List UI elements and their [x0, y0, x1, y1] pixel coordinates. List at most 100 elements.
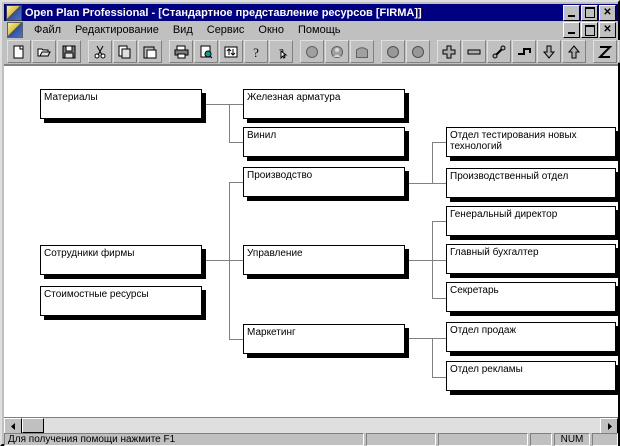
- cut-button[interactable]: [88, 40, 112, 63]
- paste-button[interactable]: [138, 40, 162, 63]
- diagram-node-zhelezn[interactable]: Железная арматура: [243, 89, 405, 119]
- print-icon: [174, 45, 188, 58]
- diagram-node-upravlenie[interactable]: Управление: [243, 245, 405, 275]
- help-question-button[interactable]: ?: [244, 40, 268, 63]
- connector-line: [616, 183, 618, 184]
- new-document-button[interactable]: [7, 40, 31, 63]
- node-label: Производственный отдел: [450, 171, 569, 182]
- filled-circle-icon: [387, 45, 399, 58]
- resource-shape-button[interactable]: [350, 40, 374, 63]
- app-close-button[interactable]: ✕: [599, 4, 616, 21]
- node-label: Производство: [247, 170, 313, 181]
- move-down-button[interactable]: [537, 40, 561, 63]
- connector-line: [432, 377, 447, 378]
- connector-line: [229, 104, 244, 105]
- filled-circle-button[interactable]: [381, 40, 405, 63]
- move-up-button[interactable]: [562, 40, 586, 63]
- diagram-node-gen-director[interactable]: Генеральный директор: [446, 206, 616, 236]
- child-close-button[interactable]: ✕: [599, 22, 616, 38]
- new-document-icon: [13, 45, 24, 58]
- node-label: Маркетинг: [247, 327, 296, 338]
- help-pointer-button[interactable]: ?: [269, 40, 293, 63]
- diagram-node-otdel-reklamy[interactable]: Отдел рекламы: [446, 361, 616, 391]
- child-minimize-button[interactable]: [563, 22, 580, 38]
- menu-item-help[interactable]: Помощь: [297, 24, 341, 36]
- diagram-node-stoimostnye[interactable]: Стоимостные ресурсы: [40, 286, 202, 316]
- filled-circle-2-button[interactable]: [406, 40, 430, 63]
- connector-line: [432, 142, 447, 143]
- add-button[interactable]: [437, 40, 461, 63]
- scrollbar-track[interactable]: [22, 418, 600, 433]
- menu-item-file[interactable]: Файл: [34, 24, 62, 36]
- node-label: Генеральный директор: [450, 209, 558, 220]
- node-label: Стоимостные ресурсы: [44, 289, 149, 300]
- diagram-node-marketing[interactable]: Маркетинг: [243, 324, 405, 354]
- diagram-node-proizv-otdel[interactable]: Производственный отдел: [446, 168, 616, 198]
- node-label: Секретарь: [450, 285, 499, 296]
- status-pane-2: [438, 433, 528, 446]
- link-button[interactable]: [487, 40, 511, 63]
- menu-item-view[interactable]: Вид: [172, 24, 193, 36]
- connector-line: [432, 183, 447, 184]
- resource-person-icon: [331, 45, 343, 58]
- connector-line: [409, 338, 433, 339]
- print-preview-button[interactable]: [194, 40, 218, 63]
- status-bar: Для получения помощи нажмите F1 NUM: [4, 433, 618, 446]
- remove-button[interactable]: [462, 40, 486, 63]
- connector-line: [432, 142, 433, 183]
- chevron-left-icon: [10, 423, 15, 430]
- sort-button[interactable]: [219, 40, 243, 63]
- filled-circle-2-icon: [412, 45, 424, 58]
- diagram-node-otdel-prodazh[interactable]: Отдел продаж: [446, 322, 616, 352]
- app-maximize-button[interactable]: [581, 4, 598, 21]
- menu-bar: Файл Редактирование Вид Сервис Окно Помо…: [4, 21, 618, 39]
- child-restore-button[interactable]: [581, 22, 598, 38]
- connector-line: [229, 182, 244, 183]
- add-plus-icon: [442, 45, 456, 58]
- node-label: Отдел тестирования новых технологий: [450, 130, 577, 152]
- diagram-canvas[interactable]: Материалы Железная арматура Винил Отдел …: [4, 65, 618, 417]
- diagram-node-vinil[interactable]: Винил: [243, 127, 405, 157]
- close-icon: ✕: [603, 6, 612, 18]
- status-pane-5: [592, 433, 618, 446]
- diagram-node-proizvodstvo[interactable]: Производство: [243, 167, 405, 197]
- open-folder-button[interactable]: [32, 40, 56, 63]
- menu-item-tools[interactable]: Сервис: [206, 24, 245, 36]
- paste-icon: [143, 46, 157, 58]
- svg-text:?: ?: [253, 45, 259, 59]
- connector-line: [409, 260, 433, 261]
- resource-circle-button[interactable]: [300, 40, 324, 63]
- horizontal-scrollbar[interactable]: [4, 417, 618, 435]
- save-button[interactable]: [57, 40, 81, 63]
- node-label: Главный бухгалтер: [450, 247, 539, 258]
- table-button[interactable]: [618, 40, 620, 63]
- menu-item-edit[interactable]: Редактирование: [75, 24, 159, 36]
- diagram-node-sotrudniki[interactable]: Сотрудники фирмы: [40, 245, 202, 275]
- remove-minus-icon: [467, 49, 481, 54]
- help-pointer-icon: ?: [279, 47, 288, 59]
- print-button[interactable]: [169, 40, 193, 63]
- app-window-buttons: ✕: [563, 4, 616, 21]
- save-disk-icon: [62, 45, 76, 58]
- child-window-buttons: ✕: [563, 22, 616, 38]
- resource-person-button[interactable]: [325, 40, 349, 63]
- app-minimize-button[interactable]: [563, 4, 580, 21]
- move-down-icon: [542, 45, 556, 59]
- diagram-node-materialy[interactable]: Материалы: [40, 89, 202, 119]
- menu-item-window[interactable]: Окно: [258, 24, 284, 36]
- connector-line: [229, 182, 230, 340]
- close-icon: ✕: [603, 24, 612, 35]
- node-label: Железная арматура: [247, 92, 341, 103]
- status-pane-1: [366, 433, 436, 446]
- diagram-node-gl-buhgalter[interactable]: Главный бухгалтер: [446, 244, 616, 274]
- node-label: Винил: [247, 130, 277, 141]
- connector-line: [616, 142, 618, 143]
- zigzag-button[interactable]: [593, 40, 617, 63]
- connector-line: [409, 183, 433, 184]
- scrollbar-thumb[interactable]: [22, 418, 44, 433]
- diagram-node-otdel-test[interactable]: Отдел тестирования новых технологий: [446, 127, 616, 157]
- connector-line: [229, 104, 230, 142]
- diagram-node-sekretar[interactable]: Секретарь: [446, 282, 616, 312]
- copy-button[interactable]: [113, 40, 137, 63]
- step-button[interactable]: [512, 40, 536, 63]
